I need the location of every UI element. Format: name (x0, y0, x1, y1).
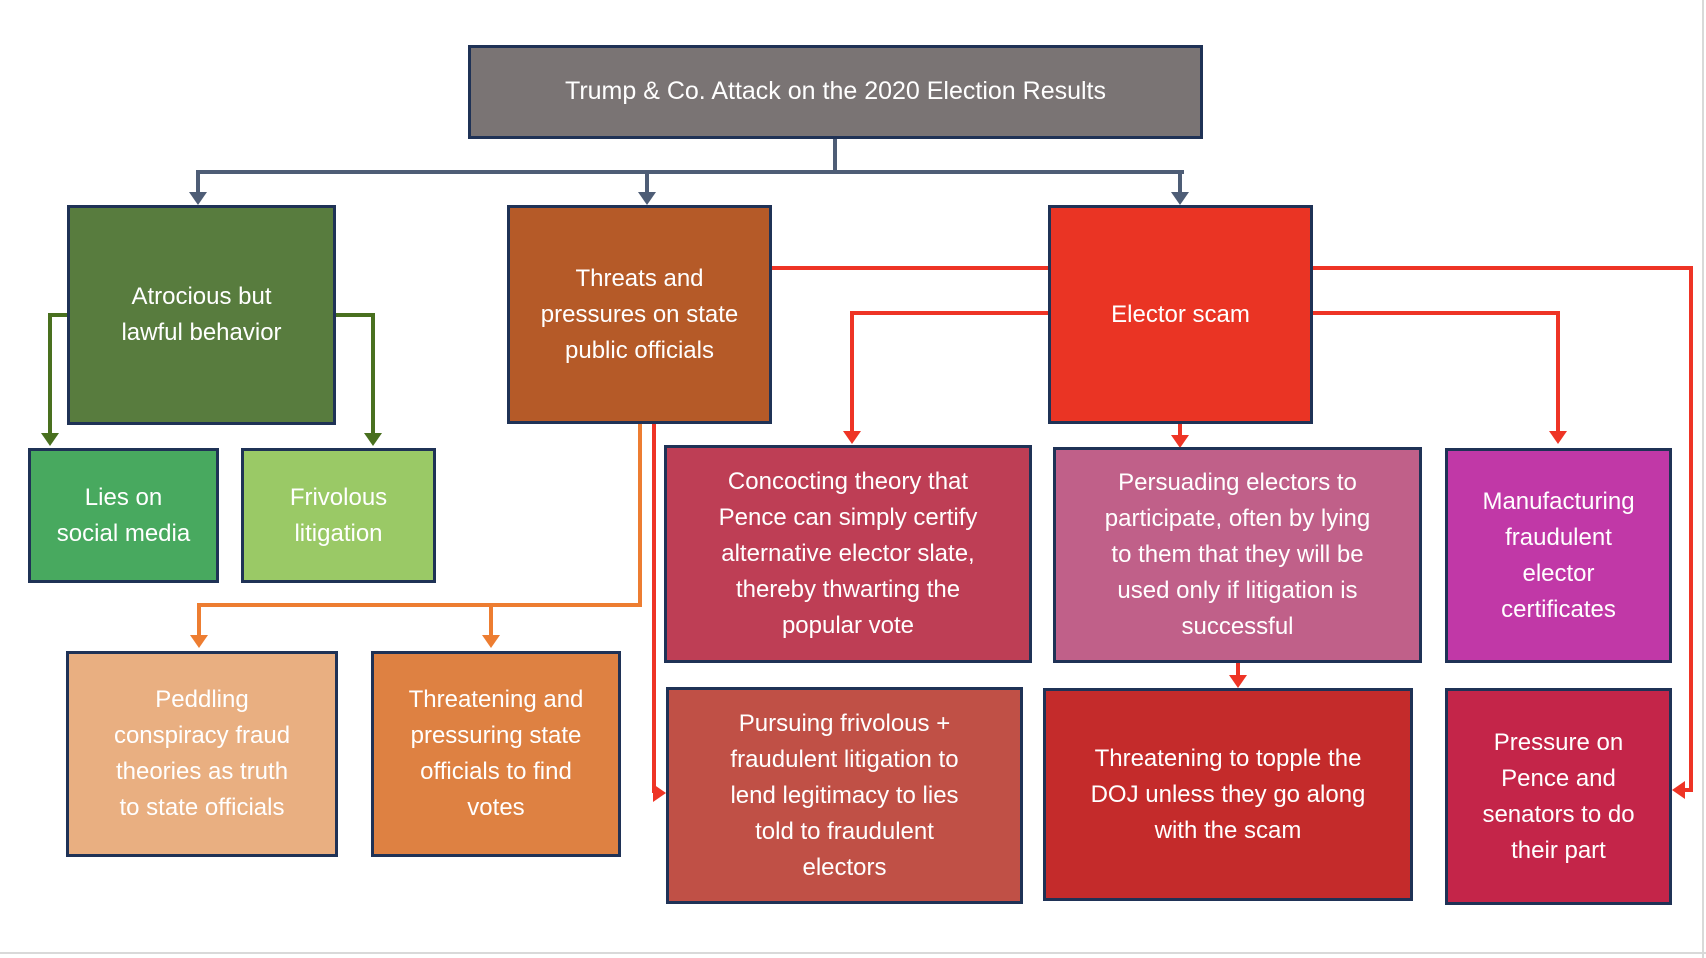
connector-segment (652, 266, 656, 793)
connector-segment (48, 313, 52, 433)
node-peddling-conspiracy-label: Peddling conspiracy fraud theories as tr… (113, 686, 291, 821)
slide-edge-bottom (0, 952, 1706, 954)
arrowhead-to-elector (1171, 192, 1189, 205)
connector-segment (1556, 311, 1560, 431)
arrowhead-to-threatening-pressuring (482, 635, 500, 648)
connector-segment (197, 603, 642, 607)
node-frivolous-litigation: Frivolous litigation (241, 448, 436, 583)
node-threatening-doj: Threatening to topple the DOJ unless the… (1043, 688, 1413, 901)
connector-segment (1236, 663, 1240, 676)
connector-segment (833, 139, 837, 172)
node-manufacturing-certificates: Manufacturing fraudulent elector certifi… (1445, 448, 1672, 663)
connector-segment (1683, 788, 1691, 792)
node-lies-social-media-label: Lies on social media (56, 483, 191, 547)
node-elector-scam: Elector scam (1048, 205, 1313, 424)
node-elector-scam-label: Elector scam (1111, 300, 1250, 328)
node-threats-pressures-label: Threats and pressures on state public of… (540, 264, 739, 364)
node-persuading-electors-label: Persuading electors to participate, ofte… (1104, 469, 1371, 640)
connector-segment (334, 313, 375, 317)
node-pursuing-litigation-label: Pursuing frivolous + fraudulent litigati… (730, 709, 959, 881)
node-pressure-pence-label: Pressure on Pence and senators to do the… (1482, 728, 1635, 864)
connector-segment (1689, 266, 1693, 792)
arrowhead-to-concocting (843, 431, 861, 444)
connector-segment (371, 313, 375, 433)
node-concocting-theory: Concocting theory that Pence can simply … (664, 445, 1032, 663)
connector-segment (850, 311, 854, 431)
connector-segment (1178, 424, 1182, 436)
arrowhead-to-peddling (190, 635, 208, 648)
node-atrocious-lawful: Atrocious but lawful behavior (67, 205, 336, 425)
connector-segment (1313, 266, 1693, 270)
node-lies-social-media: Lies on social media (28, 448, 219, 583)
node-threatening-pressuring: Threatening and pressuring state officia… (371, 651, 621, 857)
connector-segment (645, 170, 649, 194)
connector-segment (638, 400, 642, 607)
node-pursuing-litigation: Pursuing frivolous + fraudulent litigati… (666, 687, 1023, 904)
node-threatening-pressuring-label: Threatening and pressuring state officia… (408, 686, 584, 821)
arrowhead-to-pressure (1672, 781, 1685, 799)
node-concocting-theory-label: Concocting theory that Pence can simply … (718, 468, 978, 639)
connector-segment (1178, 170, 1182, 194)
connector-segment (196, 170, 1184, 174)
node-persuading-electors: Persuading electors to participate, ofte… (1053, 447, 1422, 663)
node-title-label: Trump & Co. Attack on the 2020 Election … (564, 77, 1106, 106)
connector-segment (196, 170, 200, 194)
node-manufacturing-certificates-label: Manufacturing fraudulent elector certifi… (1482, 487, 1635, 623)
arrowhead-to-persuading (1171, 435, 1189, 448)
node-threats-pressures: Threats and pressures on state public of… (507, 205, 772, 424)
connector-segment (852, 311, 1048, 315)
arrowhead-to-threats (638, 192, 656, 205)
arrowhead-to-atrocious (189, 192, 207, 205)
node-threatening-doj-label: Threatening to topple the DOJ unless the… (1090, 744, 1366, 844)
arrowhead-to-manufacturing (1549, 431, 1567, 444)
node-atrocious-lawful-label: Atrocious but lawful behavior (121, 283, 282, 346)
connector-segment (489, 603, 493, 635)
node-peddling-conspiracy: Peddling conspiracy fraud theories as tr… (66, 651, 338, 857)
node-title: Trump & Co. Attack on the 2020 Election … (468, 45, 1203, 139)
arrowhead-to-frivolous (364, 433, 382, 446)
arrowhead-to-doj (1229, 675, 1247, 688)
node-pressure-pence: Pressure on Pence and senators to do the… (1445, 688, 1672, 905)
connector-segment (197, 603, 201, 635)
connector-segment (1313, 311, 1560, 315)
slide-edge-right (1702, 0, 1704, 958)
arrowhead-to-pursuing (653, 784, 666, 802)
connector-segment (48, 313, 71, 317)
connector-segment (652, 266, 1048, 270)
node-frivolous-litigation-label: Frivolous litigation (289, 483, 388, 547)
arrowhead-to-lies (41, 433, 59, 446)
